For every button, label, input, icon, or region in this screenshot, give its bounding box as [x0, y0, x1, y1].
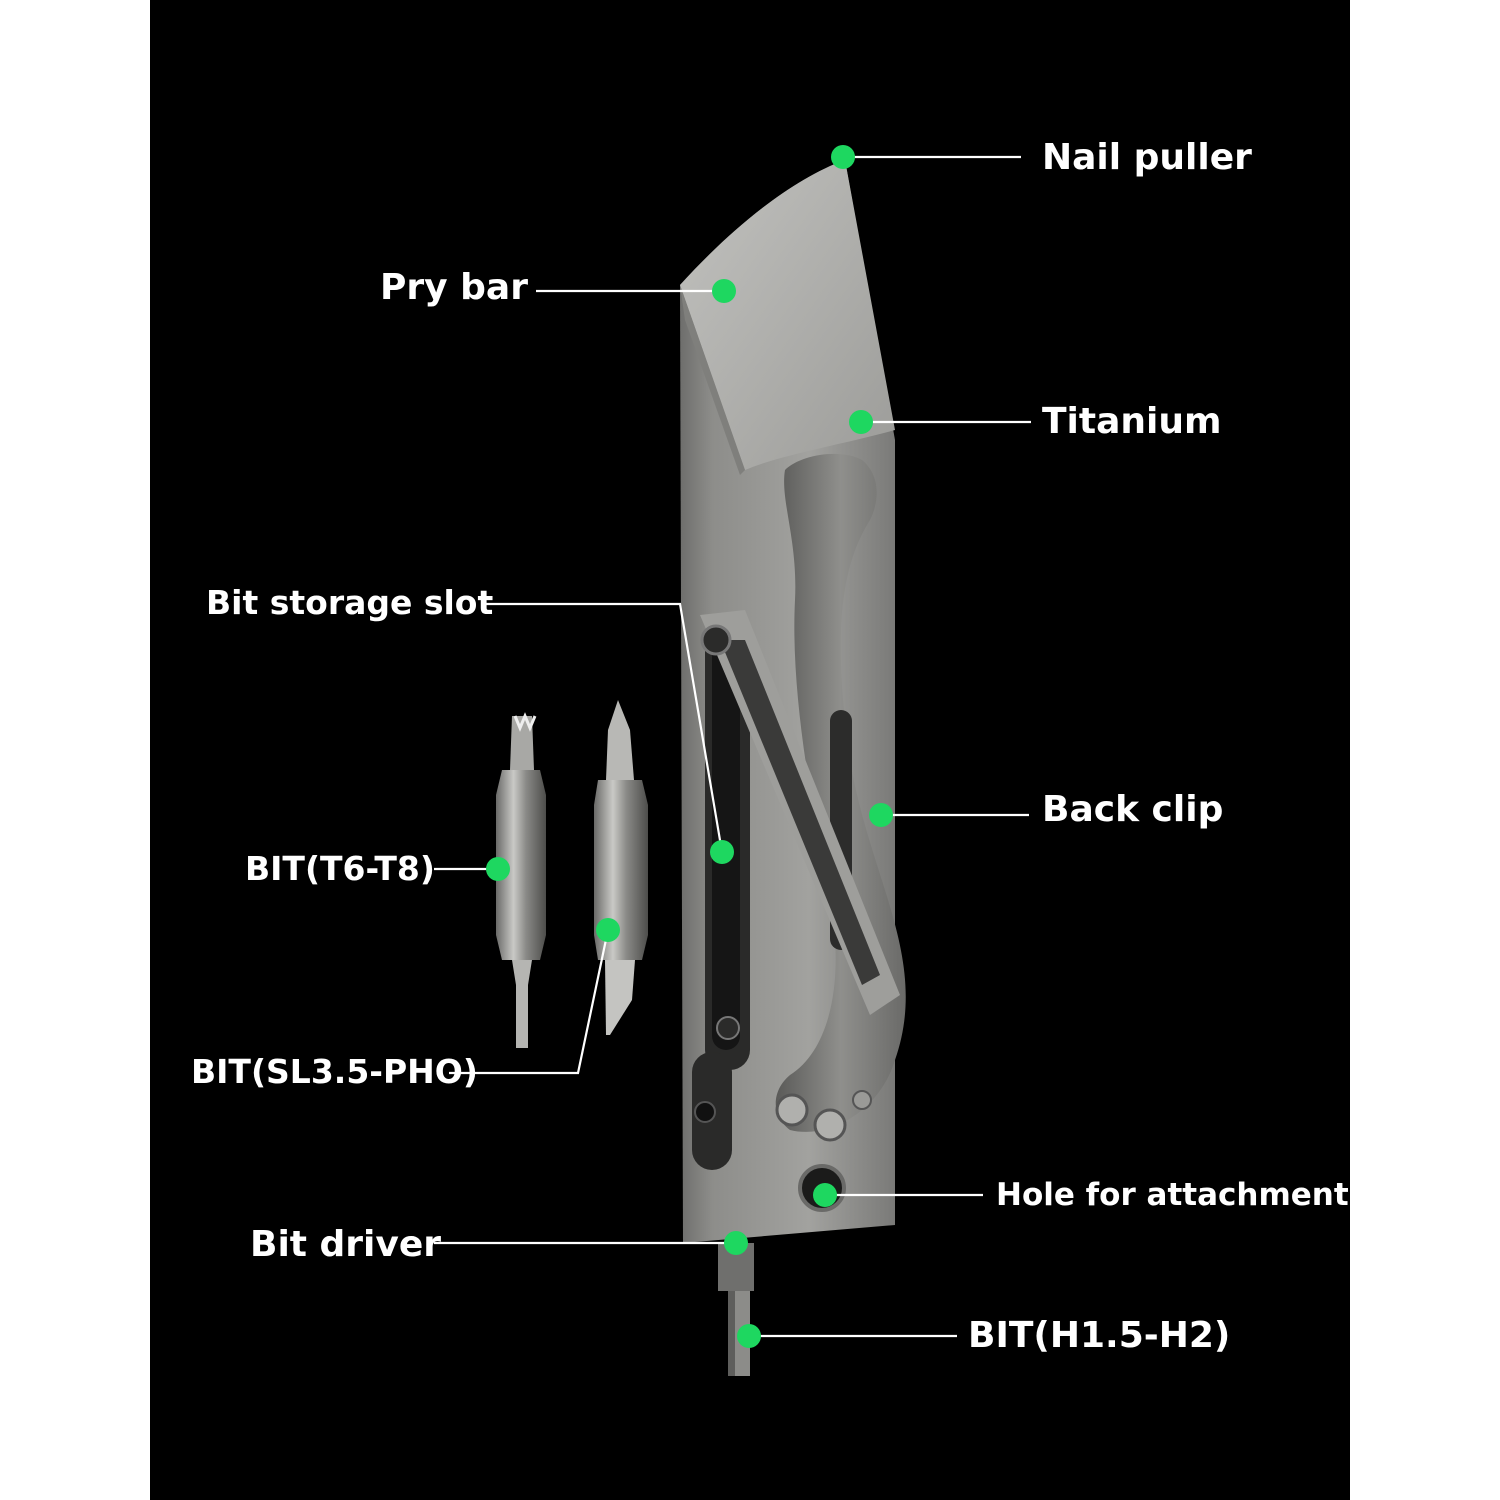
label-bit-driver: Bit driver [250, 1224, 442, 1265]
marker-bit-t6-t8 [486, 857, 510, 881]
marker-bit-h15-h2 [737, 1324, 761, 1348]
label-bit-t6-t8: BIT(T6-T8) [245, 849, 435, 888]
marker-titanium [849, 410, 873, 434]
marker-attachment-hole [813, 1183, 837, 1207]
label-nail-puller: Nail puller [1042, 137, 1252, 178]
clip-screw-1 [775, 1093, 809, 1127]
bit-sl35-pho-shape [594, 700, 648, 1035]
leader-bit-sl35-pho [449, 929, 610, 1075]
leader-lines [434, 155, 1031, 1338]
marker-nail-puller [831, 145, 855, 169]
screw-slot [716, 1016, 740, 1040]
label-titanium: Titanium [1042, 401, 1222, 442]
label-bit-storage-slot: Bit storage slot [206, 583, 494, 622]
marker-bit-storage-slot [710, 840, 734, 864]
screw-top [700, 624, 732, 656]
pry-bar-blade [680, 160, 895, 470]
marker-bit-sl35-pho [596, 918, 620, 942]
blade-edge-shade [680, 285, 745, 475]
marker-back-clip [869, 803, 893, 827]
marker-dots [486, 145, 893, 1348]
marker-pry-bar [712, 279, 736, 303]
white-margin-left [0, 0, 150, 1500]
marker-bit-driver [724, 1231, 748, 1255]
leader-bit-storage-slot [484, 602, 724, 853]
bit-t6-t8-shape [496, 712, 546, 1048]
label-bit-sl35-pho: BIT(SL3.5-PHO) [191, 1052, 478, 1091]
label-bit-h15-h2: BIT(H1.5-H2) [968, 1315, 1231, 1356]
label-hole-for-attachment: Hole for attachment [996, 1177, 1349, 1213]
label-pry-bar: Pry bar [380, 267, 528, 308]
label-back-clip: Back clip [1042, 789, 1224, 830]
white-margin-right [1350, 0, 1500, 1500]
clip-screw-2 [813, 1108, 847, 1142]
clip-screw-3 [852, 1090, 872, 1110]
